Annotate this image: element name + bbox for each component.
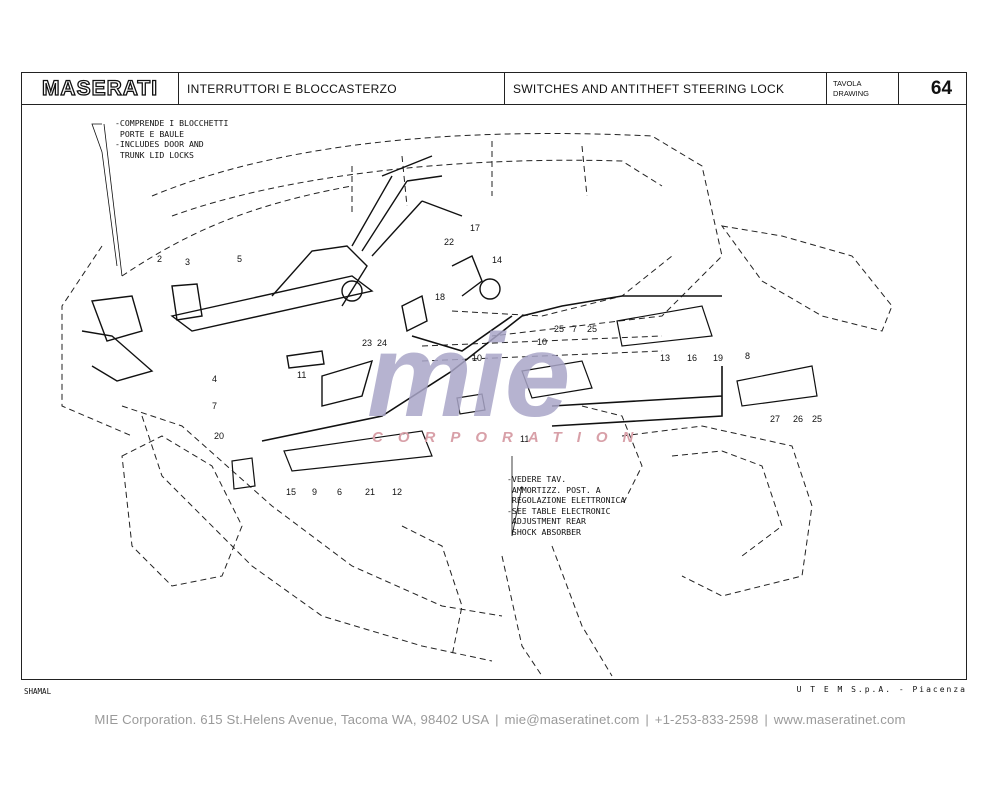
callout-label: 14 xyxy=(492,255,502,265)
callout-label: 10 xyxy=(472,353,482,363)
watermark-subtitle: CORPORATION xyxy=(372,429,648,446)
callout-label: 13 xyxy=(660,353,670,363)
callout-label: 26 xyxy=(793,414,803,424)
callout-label: 22 xyxy=(444,237,454,247)
callout-label: 12 xyxy=(392,487,402,497)
drawing-number: 64 xyxy=(930,77,953,99)
callout-label: 21 xyxy=(365,487,375,497)
callout-label: 2 xyxy=(157,254,162,264)
callout-label: 23 xyxy=(362,338,372,348)
footer-phone: +1-253-833-2598 xyxy=(654,712,759,727)
title-block: MASERATI INTERRUTTORI E BLOCCASTERZO SWI… xyxy=(21,72,967,105)
steering-column-assembly xyxy=(81,155,501,407)
note-shock-absorber: -VEDERE TAV. AMMORTIZZ. POST. A REGOLAZI… xyxy=(507,474,626,537)
callout-label: 7 xyxy=(572,324,577,334)
callout-label: 5 xyxy=(237,254,242,264)
dashboard-outline xyxy=(61,133,893,677)
leader-lines xyxy=(91,123,523,537)
callout-label: 24 xyxy=(377,338,387,348)
callout-label: 7 xyxy=(212,401,217,411)
callout-label: 17 xyxy=(470,223,480,233)
model-name: SHAMAL xyxy=(24,687,52,696)
footer-website[interactable]: www.maseratinet.com xyxy=(773,712,906,727)
callout-label: 11 xyxy=(520,434,529,444)
callout-label: 25 xyxy=(554,324,564,334)
maserati-logo-cell: MASERATI xyxy=(22,73,179,104)
callout-label: 15 xyxy=(286,487,296,497)
watermark-brand: mie xyxy=(367,310,570,442)
switch-modules xyxy=(231,305,818,490)
callout-label: 6 xyxy=(337,487,342,497)
callout-label: 3 xyxy=(185,257,190,267)
footer-company: MIE Corporation. 615 St.Helens Avenue, T… xyxy=(94,712,490,727)
exploded-parts-diagram: 2 3 5 22 17 14 18 23 24 4 11 7 20 15 9 6… xyxy=(61,123,893,677)
callout-label: 25 xyxy=(812,414,822,424)
drawing-label-it: TAVOLA xyxy=(833,78,862,88)
footer-email[interactable]: mie@maseratinet.com xyxy=(504,712,640,727)
callout-label: 18 xyxy=(435,292,445,302)
manufacturer: U T E M S.p.A. - Piacenza xyxy=(796,685,967,694)
callout-label: 25 xyxy=(587,324,597,334)
title-italian: INTERRUTTORI E BLOCCASTERZO xyxy=(179,73,505,104)
maserati-logo: MASERATI xyxy=(41,76,159,100)
callout-label: 20 xyxy=(214,431,224,441)
callout-label: 16 xyxy=(687,353,697,363)
callout-label: 9 xyxy=(312,487,317,497)
callout-label: 8 xyxy=(745,351,750,361)
callout-label: 27 xyxy=(770,414,780,424)
switch-panels xyxy=(261,295,723,442)
callout-label: 4 xyxy=(212,374,217,384)
callout-numbers: 2 3 5 22 17 14 18 23 24 4 11 7 20 15 9 6… xyxy=(157,223,822,497)
note-door-trunk-locks: -COMPRENDE I BLOCCHETTI PORTE E BAULE -I… xyxy=(115,118,229,160)
drawing-label-en: DRAWING xyxy=(833,88,869,98)
page-footer: MIE Corporation. 615 St.Helens Avenue, T… xyxy=(94,712,906,727)
callout-label: 19 xyxy=(713,353,723,363)
title-english: SWITCHES AND ANTITHEFT STEERING LOCK xyxy=(505,73,827,104)
callout-label: 10 xyxy=(537,337,547,347)
drawing-label: TAVOLA DRAWING xyxy=(827,73,899,104)
callout-label: 11 xyxy=(297,370,306,380)
watermark: mie CORPORATION xyxy=(367,310,648,446)
